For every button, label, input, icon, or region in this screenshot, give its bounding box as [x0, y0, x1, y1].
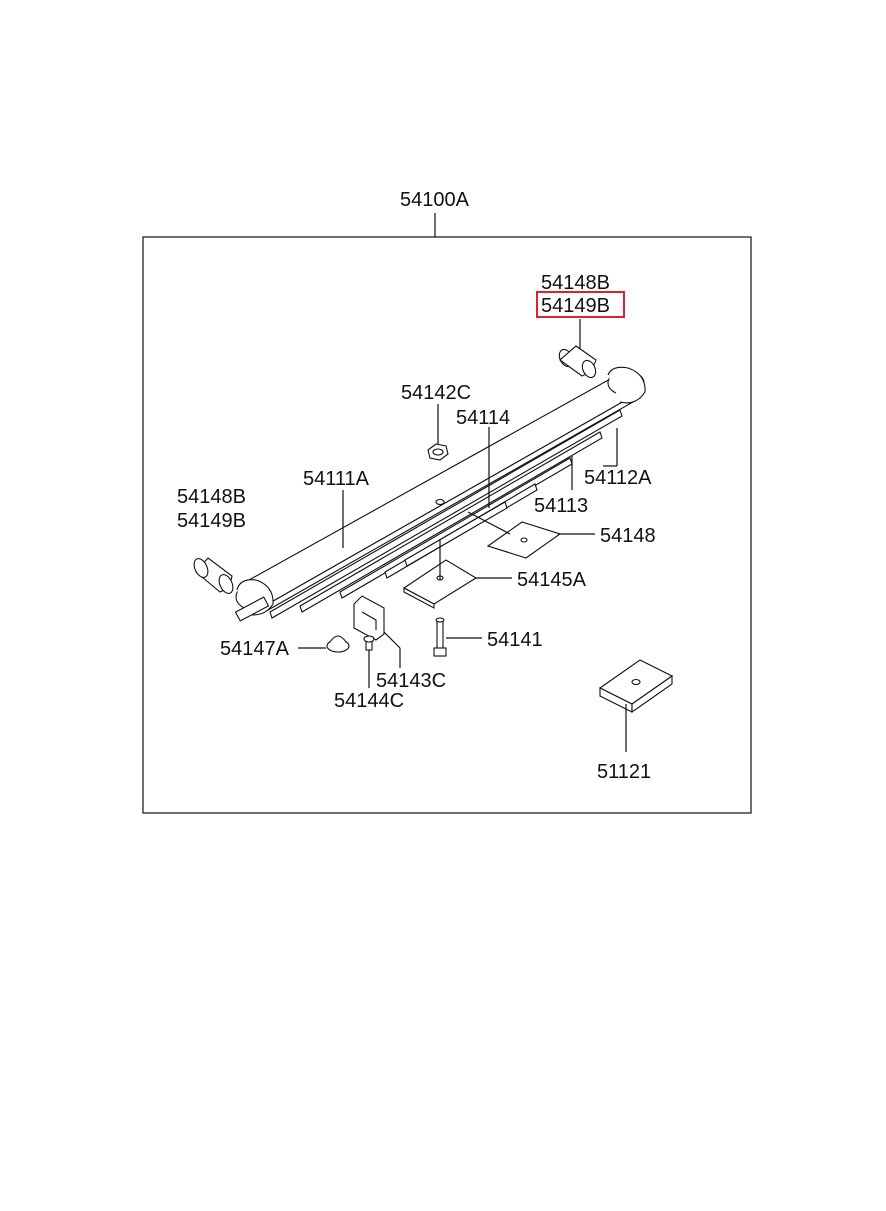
bushing-top — [558, 345, 597, 379]
callout-54112A[interactable]: 54112A — [584, 467, 652, 489]
bolt-icon — [433, 617, 447, 657]
callout-54111A[interactable]: 54111A — [303, 468, 370, 490]
rivet-icon — [363, 635, 375, 651]
callout-54148[interactable]: 54148 — [600, 525, 656, 547]
assembly-frame — [142, 236, 752, 814]
callout-54149B-top[interactable]: 54149B — [541, 295, 610, 317]
nut-icon — [427, 443, 449, 461]
callout-54141[interactable]: 54141 — [487, 629, 543, 651]
callout-54144C[interactable]: 54144C — [334, 690, 404, 712]
leaf-spring — [234, 366, 646, 622]
callout-54147A[interactable]: 54147A — [220, 638, 290, 660]
callout-54148B-top[interactable]: 54148B — [541, 272, 610, 294]
callout-54143C[interactable]: 54143C — [376, 670, 446, 692]
callout-54148B-left[interactable]: 54148B — [177, 486, 246, 508]
callout-51121[interactable]: 51121 — [597, 761, 651, 783]
bushing-left — [193, 557, 234, 594]
assembly-label[interactable]: 54100A — [400, 189, 470, 211]
callout-54114[interactable]: 54114 — [456, 407, 510, 429]
highlight-box — [536, 291, 625, 318]
callout-54149B-left[interactable]: 54149B — [177, 510, 246, 532]
callout-54142C[interactable]: 54142C — [401, 382, 471, 404]
cap-icon — [326, 635, 350, 653]
callout-54113[interactable]: 54113 — [534, 495, 588, 517]
callout-54145A[interactable]: 54145A — [517, 569, 587, 591]
